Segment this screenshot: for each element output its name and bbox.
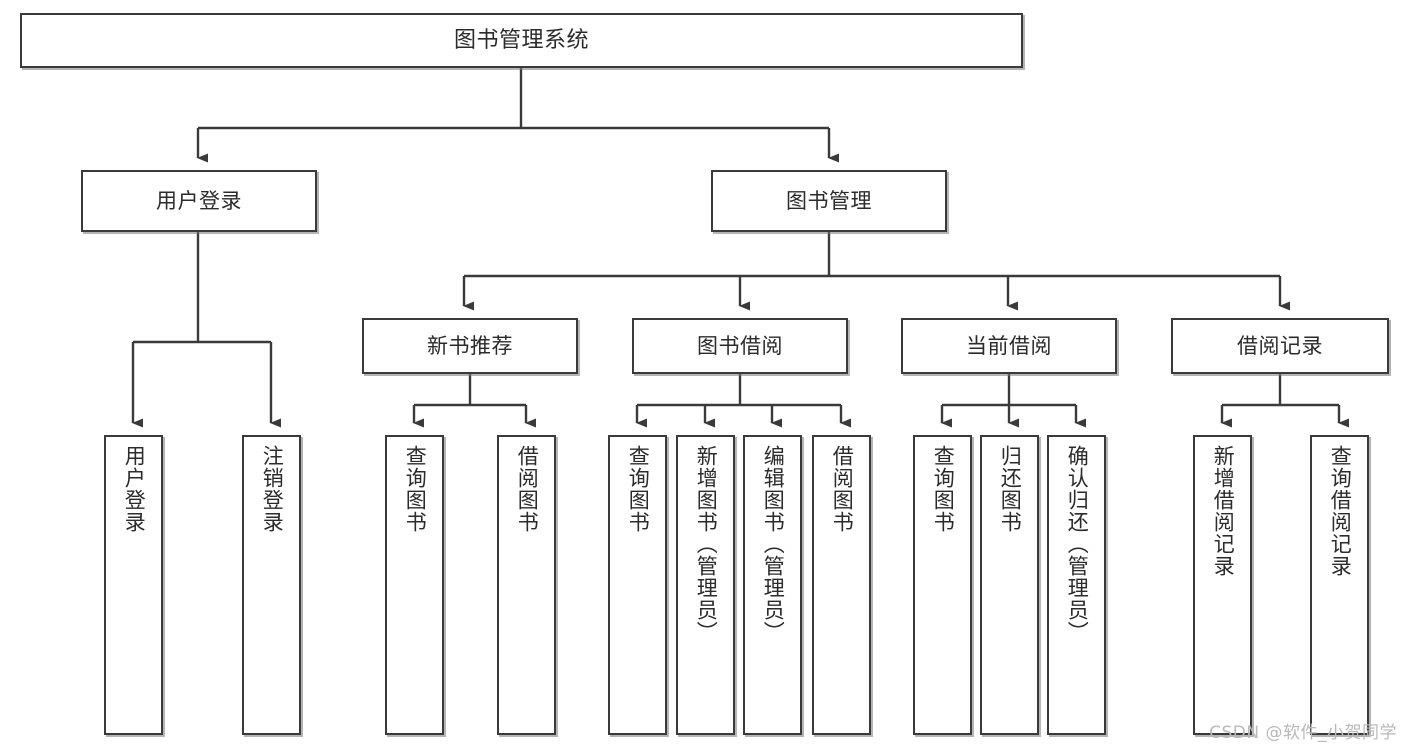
node-new-book-recommend[interactable]: 新书推荐: [362, 318, 578, 374]
node-leaf-add-borrow-record[interactable]: 新增借阅记录: [1193, 435, 1252, 735]
node-leaf-query-borrow-record[interactable]: 查询借阅记录: [1310, 435, 1369, 735]
node-label: 借阅记录: [1237, 333, 1323, 358]
node-leaf-logout[interactable]: 注销登录: [242, 435, 301, 735]
node-leaf-borrow-book-recommend[interactable]: 借阅图书: [497, 435, 556, 735]
csdn-watermark: CSDN @软件_小贺同学: [1209, 723, 1397, 743]
node-leaf-return-book[interactable]: 归还图书: [980, 435, 1039, 735]
node-book-management[interactable]: 图书管理: [711, 170, 947, 232]
node-user-login[interactable]: 用户登录: [81, 170, 317, 232]
node-label: 新书推荐: [427, 333, 513, 358]
node-leaf-query-book-borrow[interactable]: 查询图书: [608, 435, 667, 735]
node-leaf-confirm-return[interactable]: 确认归还（管理员）: [1047, 435, 1106, 735]
node-label: 新增借阅记录: [1211, 445, 1236, 577]
node-leaf-add-book[interactable]: 新增图书（管理员）: [676, 435, 735, 735]
node-label: 确认归还（管理员）: [1065, 445, 1090, 643]
node-leaf-edit-book[interactable]: 编辑图书（管理员）: [743, 435, 802, 735]
node-label: 用户登录: [122, 445, 147, 533]
node-label: 借阅图书: [515, 445, 540, 533]
node-leaf-query-book-recommend[interactable]: 查询图书: [385, 435, 444, 735]
node-root-book-management-system[interactable]: 图书管理系统: [20, 13, 1023, 68]
node-borrow-record[interactable]: 借阅记录: [1171, 318, 1389, 374]
node-label: 编辑图书（管理员）: [761, 445, 786, 643]
node-label: 查询图书: [403, 445, 428, 533]
node-book-borrow[interactable]: 图书借阅: [632, 318, 848, 374]
node-leaf-query-book-current[interactable]: 查询图书: [913, 435, 972, 735]
node-label: 图书管理: [786, 188, 872, 213]
node-leaf-user-login[interactable]: 用户登录: [104, 435, 163, 735]
node-label: 用户登录: [156, 188, 242, 213]
node-label: 借阅图书: [830, 445, 855, 533]
node-label: 当前借阅: [966, 333, 1052, 358]
node-leaf-borrow-book[interactable]: 借阅图书: [812, 435, 871, 735]
node-label: 查询借阅记录: [1328, 445, 1353, 577]
node-label: 图书管理系统: [453, 27, 589, 53]
node-label: 查询图书: [626, 445, 651, 533]
node-label: 新增图书（管理员）: [694, 445, 719, 643]
node-label: 图书借阅: [697, 333, 783, 358]
node-label: 注销登录: [260, 445, 285, 533]
node-label: 归还图书: [998, 445, 1023, 533]
node-current-borrow[interactable]: 当前借阅: [901, 318, 1117, 374]
node-label: 查询图书: [931, 445, 956, 533]
